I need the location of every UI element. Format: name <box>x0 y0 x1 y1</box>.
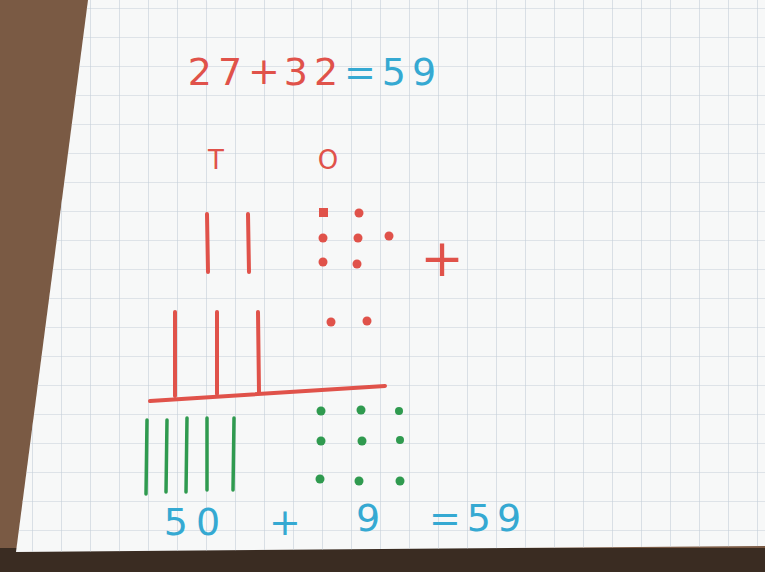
one-dot <box>396 436 404 444</box>
one-dot <box>319 258 328 267</box>
green-tens-sticks <box>146 418 234 494</box>
red-tens-sticks <box>175 312 259 396</box>
one-dot <box>396 477 405 486</box>
table-shadow <box>0 548 765 572</box>
one-dot <box>357 406 366 415</box>
one-dot <box>363 317 372 326</box>
red-ones-dots <box>319 208 394 269</box>
ten-stick <box>186 418 187 492</box>
one-dot <box>353 260 362 269</box>
one-dot <box>319 208 328 217</box>
one-dot <box>319 234 328 243</box>
tens-column-heading: T <box>208 147 224 173</box>
one-dot <box>355 209 364 218</box>
one-dot <box>327 318 336 327</box>
one-dot <box>317 437 326 446</box>
sum-result: =59 <box>344 53 442 91</box>
one-dot <box>358 437 367 446</box>
one-dot <box>316 475 325 484</box>
one-dot <box>317 407 326 416</box>
red-tens-sticks <box>207 214 249 272</box>
one-dot <box>385 232 394 241</box>
grid-paper <box>16 0 765 552</box>
one-dot <box>395 407 403 415</box>
ten-stick <box>215 312 219 394</box>
plus-sign: + <box>420 232 464 284</box>
grid-pattern <box>16 0 765 552</box>
ten-stick <box>233 418 234 490</box>
green-ones-dots <box>316 406 405 486</box>
plus-sign: + <box>269 503 301 541</box>
ten-stick <box>166 420 167 492</box>
red-ones-dots <box>327 317 372 327</box>
addend: 27 <box>188 53 248 91</box>
ten-stick <box>248 214 249 272</box>
ten-stick <box>205 418 209 490</box>
ten-stick <box>258 312 259 392</box>
one-dot <box>355 477 364 486</box>
addend: 32 <box>284 53 344 91</box>
ones-total: 9 <box>356 499 380 537</box>
ones-column-heading: O <box>318 147 338 173</box>
sum-line <box>150 386 385 401</box>
one-dot <box>354 234 363 243</box>
tens-total: 50 <box>164 503 228 541</box>
ten-stick <box>173 312 177 396</box>
sum-result: =59 <box>429 499 527 537</box>
plus-sign: + <box>248 52 280 90</box>
ten-stick <box>146 420 147 494</box>
ten-stick <box>207 214 208 272</box>
